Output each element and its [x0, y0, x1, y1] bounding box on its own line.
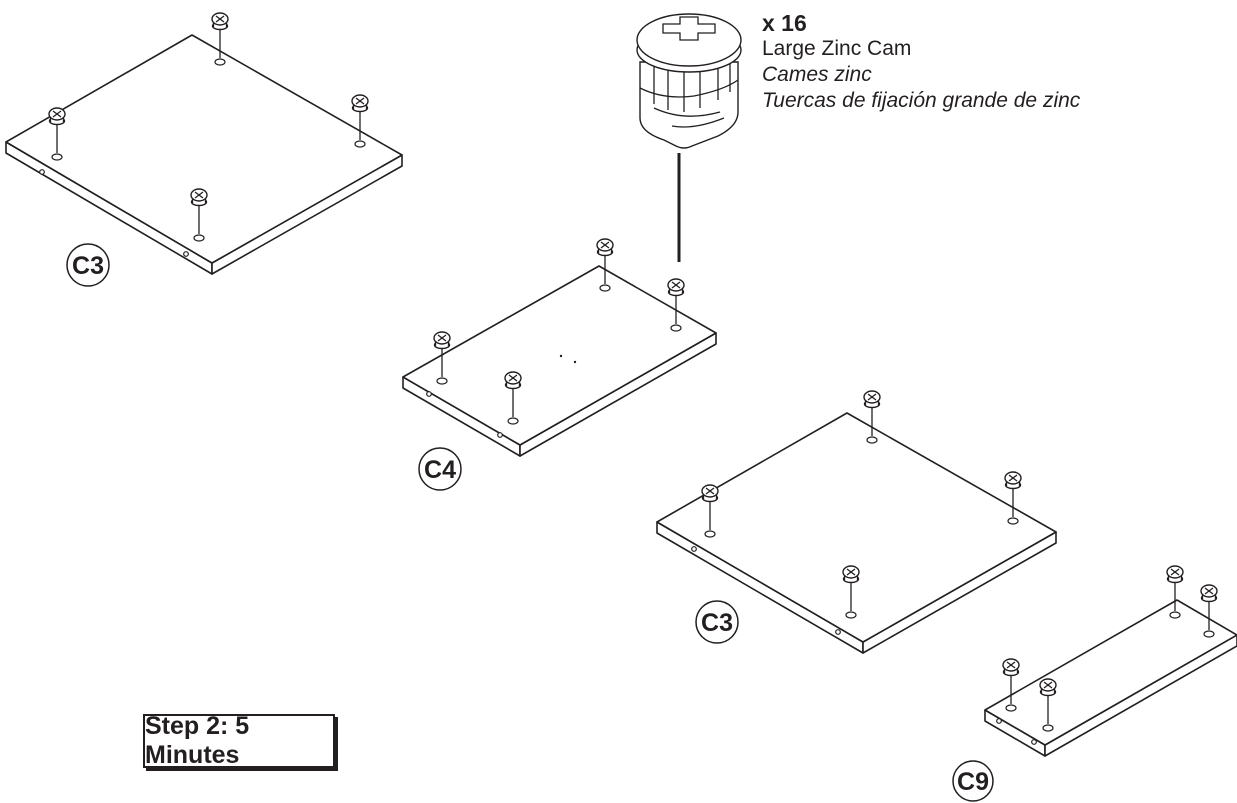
label-c9: C9 — [952, 760, 994, 802]
large-zinc-cam-icon — [636, 13, 742, 149]
hardware-name-fr: Cames zinc — [762, 63, 872, 86]
panel-c3-top — [5, 13, 403, 275]
svg-text:C4: C4 — [424, 456, 456, 484]
step-label-box: Step 2: 5 Minutes — [143, 712, 335, 769]
panel-c9 — [984, 566, 1237, 757]
svg-text:C3: C3 — [701, 609, 733, 637]
step-label: Step 2: 5 Minutes — [145, 712, 250, 769]
hardware-legend: x 16 Large Zinc Cam Cames zinc Tuercas d… — [762, 10, 1080, 114]
svg-text:C9: C9 — [957, 768, 989, 796]
svg-text:C3: C3 — [72, 252, 104, 280]
hardware-quantity: x 16 — [762, 10, 807, 36]
label-c3-bottom: C3 — [695, 600, 739, 644]
label-c3-top: C3 — [66, 243, 110, 287]
label-c4: C4 — [418, 447, 462, 491]
panel-c3-bottom — [656, 391, 1057, 654]
hardware-name-en: Large Zinc Cam — [762, 37, 912, 60]
hardware-name-es: Tuercas de fijación grande de zinc — [762, 89, 1081, 112]
panel-c4 — [402, 239, 717, 457]
